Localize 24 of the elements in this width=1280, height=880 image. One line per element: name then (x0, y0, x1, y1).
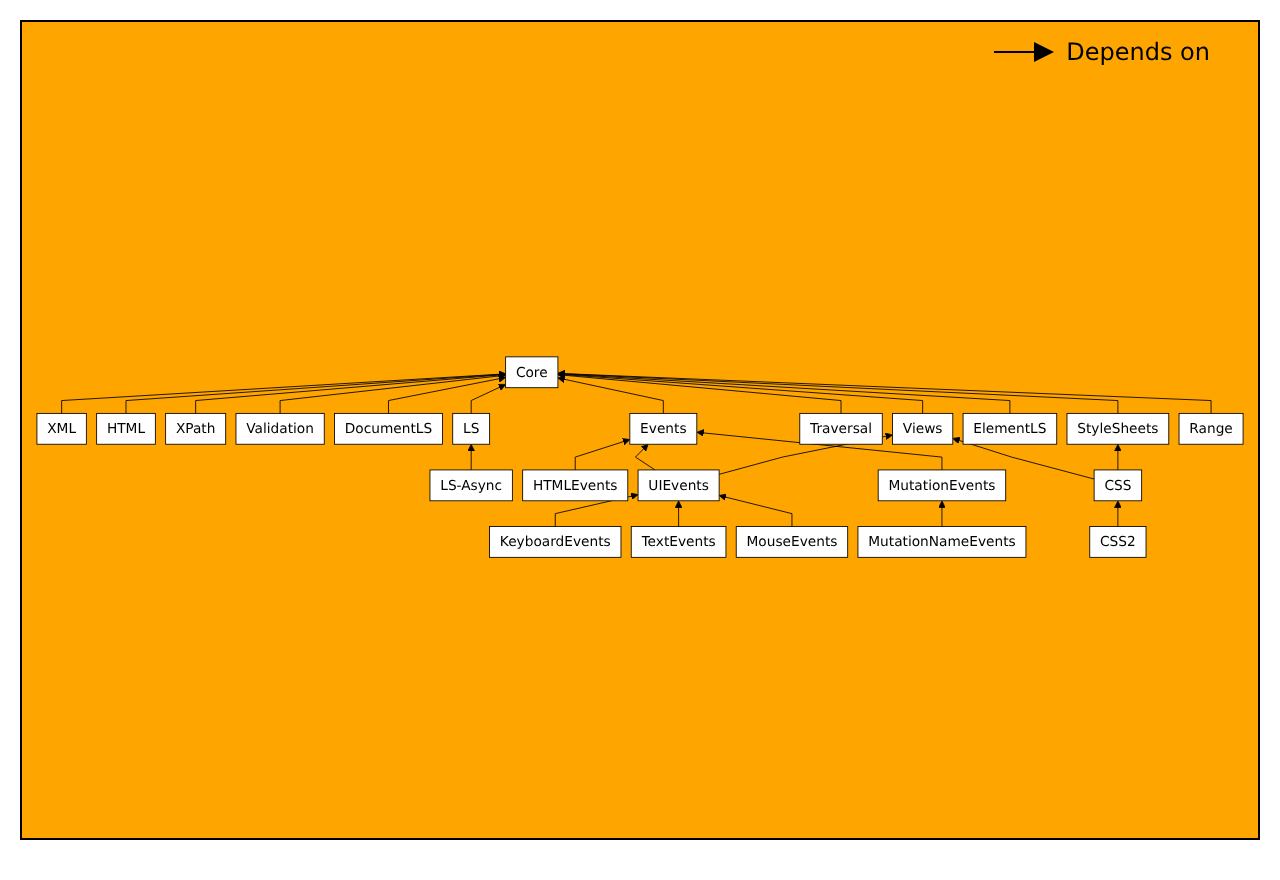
node-box (637, 470, 720, 503)
node-box (505, 357, 559, 390)
node-box (630, 526, 727, 559)
node-box (1093, 470, 1143, 503)
node-box (522, 470, 629, 503)
node-box (799, 413, 883, 446)
node-box (36, 413, 87, 446)
node-box (857, 526, 1027, 559)
node-box (235, 413, 325, 446)
node-box (1089, 526, 1147, 559)
node-box (962, 413, 1058, 446)
node-box (334, 413, 443, 446)
node-box (1178, 413, 1244, 446)
node-box (735, 526, 849, 559)
legend-label: Depends on (1066, 38, 1210, 66)
node-box (489, 526, 622, 559)
node-box (429, 470, 513, 503)
node-box (892, 413, 954, 446)
node-box (96, 413, 156, 446)
node-box (165, 413, 227, 446)
node-box (452, 413, 491, 446)
node-box (1066, 413, 1170, 446)
node-box (877, 470, 1007, 503)
node-box (629, 413, 698, 446)
